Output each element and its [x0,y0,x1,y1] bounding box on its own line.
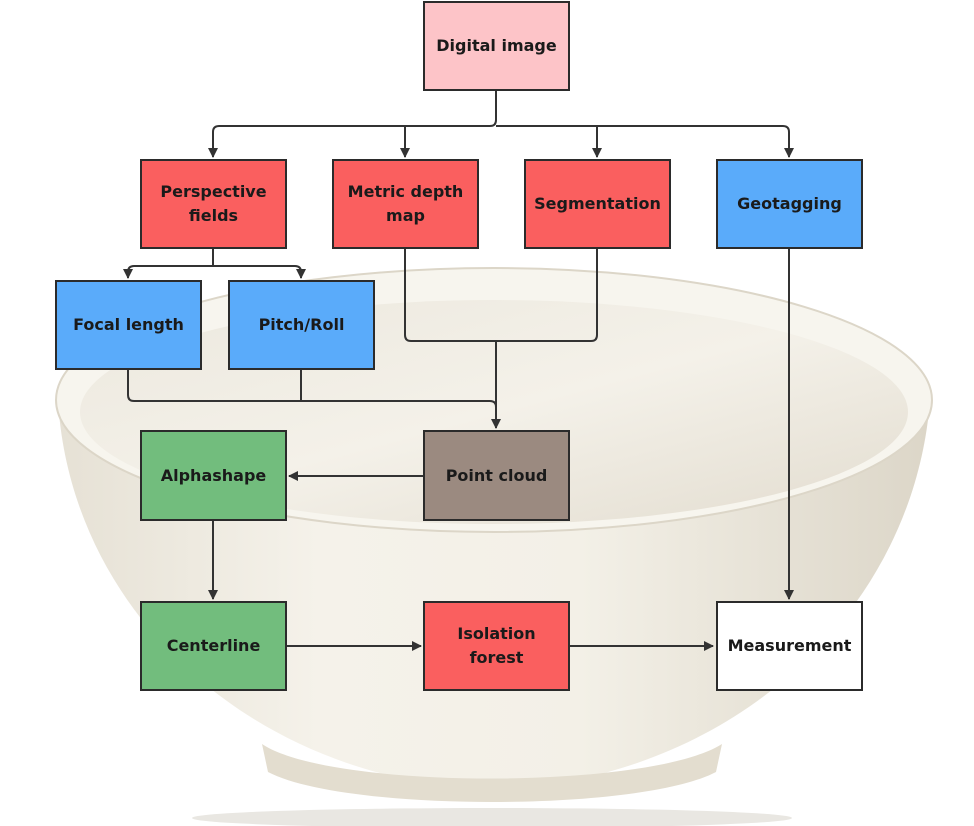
connector-digital-image-to-geotagging [496,125,794,158]
connector-digital-image-to-perspective-fields [208,90,497,158]
connector-perspective-fields-to-pitch-roll [213,265,306,279]
node-point-cloud: Point cloud [423,430,570,521]
connector-perspective-fields-to-focal-length [123,248,214,279]
node-perspective-fields: Perspective fields [140,159,287,249]
bowl-foot [262,744,722,802]
connector-metric-depth-map-to-point-cloud [404,248,496,342]
node-metric-depth-map: Metric depth map [332,159,479,249]
node-centerline: Centerline [140,601,287,691]
connector-focal-length-to-point-cloud [127,370,497,408]
node-geotagging: Geotagging [716,159,863,249]
node-isolation-forest: Isolation forest [423,601,570,691]
node-pitch-roll: Pitch/Roll [228,280,375,370]
connector-segmentation-to-point-cloud [496,248,598,342]
node-measurement: Measurement [716,601,863,691]
node-focal-length: Focal length [55,280,202,370]
node-alphashape: Alphashape [140,430,287,521]
node-digital-image: Digital image [423,1,570,91]
node-segmentation: Segmentation [524,159,671,249]
